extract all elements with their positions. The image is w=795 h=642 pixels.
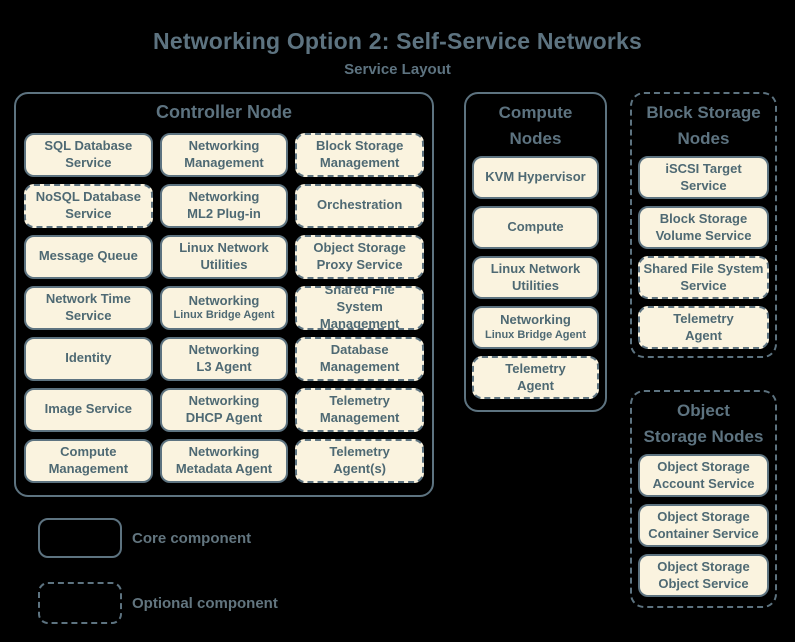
service-label: Networking [188, 292, 260, 308]
service-networking-linux-bridge-agent: Networking Linux Bridge Agent [159, 285, 289, 330]
service-linux-network-utilities: Linux Network Utilities [159, 234, 289, 279]
group-title-object-storage-nodes: Object Storage Nodes [643, 401, 764, 446]
service-label: Networking [500, 312, 571, 328]
service-shared-file-system-management: Shared File System Management [295, 285, 424, 330]
service-object-storage-proxy-service: Object Storage Proxy Service [295, 234, 424, 279]
service-orchestration: Orchestration [295, 183, 424, 228]
service-object-storage-object-service: Object Storage Object Service [638, 554, 769, 597]
service-nosql-database-service: NoSQL Database Service [24, 183, 153, 228]
legend-optional-label: Optional component [132, 595, 278, 612]
service-block-storage-volume-service: Block Storage Volume Service [638, 206, 769, 249]
service-telemetry-agent: Telemetry Agent [472, 356, 599, 399]
service-telemetry-agents: Telemetry Agent(s) [295, 438, 424, 483]
page-title: Networking Option 2: Self-Service Networ… [153, 28, 642, 54]
legend-optional-swatch [38, 582, 122, 624]
service-compute-management: Compute Management [24, 438, 153, 483]
service-block-storage-management: Block Storage Management [295, 132, 424, 177]
service-networking-linux-bridge-agent: Networking Linux Bridge Agent [472, 306, 599, 349]
page-subtitle: Service Layout [344, 61, 451, 78]
service-networking-management: Networking Management [159, 132, 289, 177]
service-telemetry-management: Telemetry Management [295, 387, 424, 432]
service-identity: Identity [24, 336, 153, 381]
service-sublabel: Linux Bridge Agent [173, 309, 275, 322]
service-iscsi-target-service: iSCSI Target Service [638, 156, 769, 199]
controller-service-grid: SQL Database Service Networking Manageme… [16, 132, 432, 483]
service-database-management: Database Management [295, 336, 424, 381]
service-linux-network-utilities: Linux Network Utilities [472, 256, 599, 299]
service-object-storage-account-service: Object Storage Account Service [638, 454, 769, 497]
service-networking-dhcp-agent: Networking DHCP Agent [159, 387, 289, 432]
service-network-time-service: Network Time Service [24, 285, 153, 330]
service-sql-database-service: SQL Database Service [24, 132, 153, 177]
service-image-service: Image Service [24, 387, 153, 432]
service-kvm-hypervisor: KVM Hypervisor [472, 156, 599, 199]
group-compute-nodes: Compute Nodes KVM Hypervisor Compute Lin… [464, 92, 607, 412]
service-sublabel: Linux Bridge Agent [484, 329, 587, 342]
group-controller-node: Controller Node SQL Database Service Net… [14, 92, 434, 497]
legend-core-label: Core component [132, 530, 252, 547]
service-compute: Compute [472, 206, 599, 249]
group-title-block-storage-nodes: Block Storage Nodes [646, 103, 761, 148]
service-message-queue: Message Queue [24, 234, 153, 279]
service-shared-file-system-service: Shared File System Service [638, 256, 769, 299]
service-networking-l3-agent: Networking L3 Agent [159, 336, 289, 381]
object-storage-service-list: Object Storage Account Service Object St… [632, 454, 775, 597]
group-title-compute-nodes: Compute Nodes [498, 103, 573, 148]
legend-core-swatch [38, 518, 122, 558]
group-title-controller-node: Controller Node [155, 102, 292, 122]
service-networking-ml2-plugin: Networking ML2 Plug-in [159, 183, 289, 228]
service-networking-metadata-agent: Networking Metadata Agent [159, 438, 289, 483]
block-storage-service-list: iSCSI Target Service Block Storage Volum… [632, 156, 775, 349]
compute-service-list: KVM Hypervisor Compute Linux Network Uti… [466, 156, 605, 399]
service-telemetry-agent: Telemetry Agent [638, 306, 769, 349]
service-object-storage-container-service: Object Storage Container Service [638, 504, 769, 547]
group-object-storage-nodes: Object Storage Nodes Object Storage Acco… [630, 390, 777, 608]
group-block-storage-nodes: Block Storage Nodes iSCSI Target Service… [630, 92, 777, 358]
